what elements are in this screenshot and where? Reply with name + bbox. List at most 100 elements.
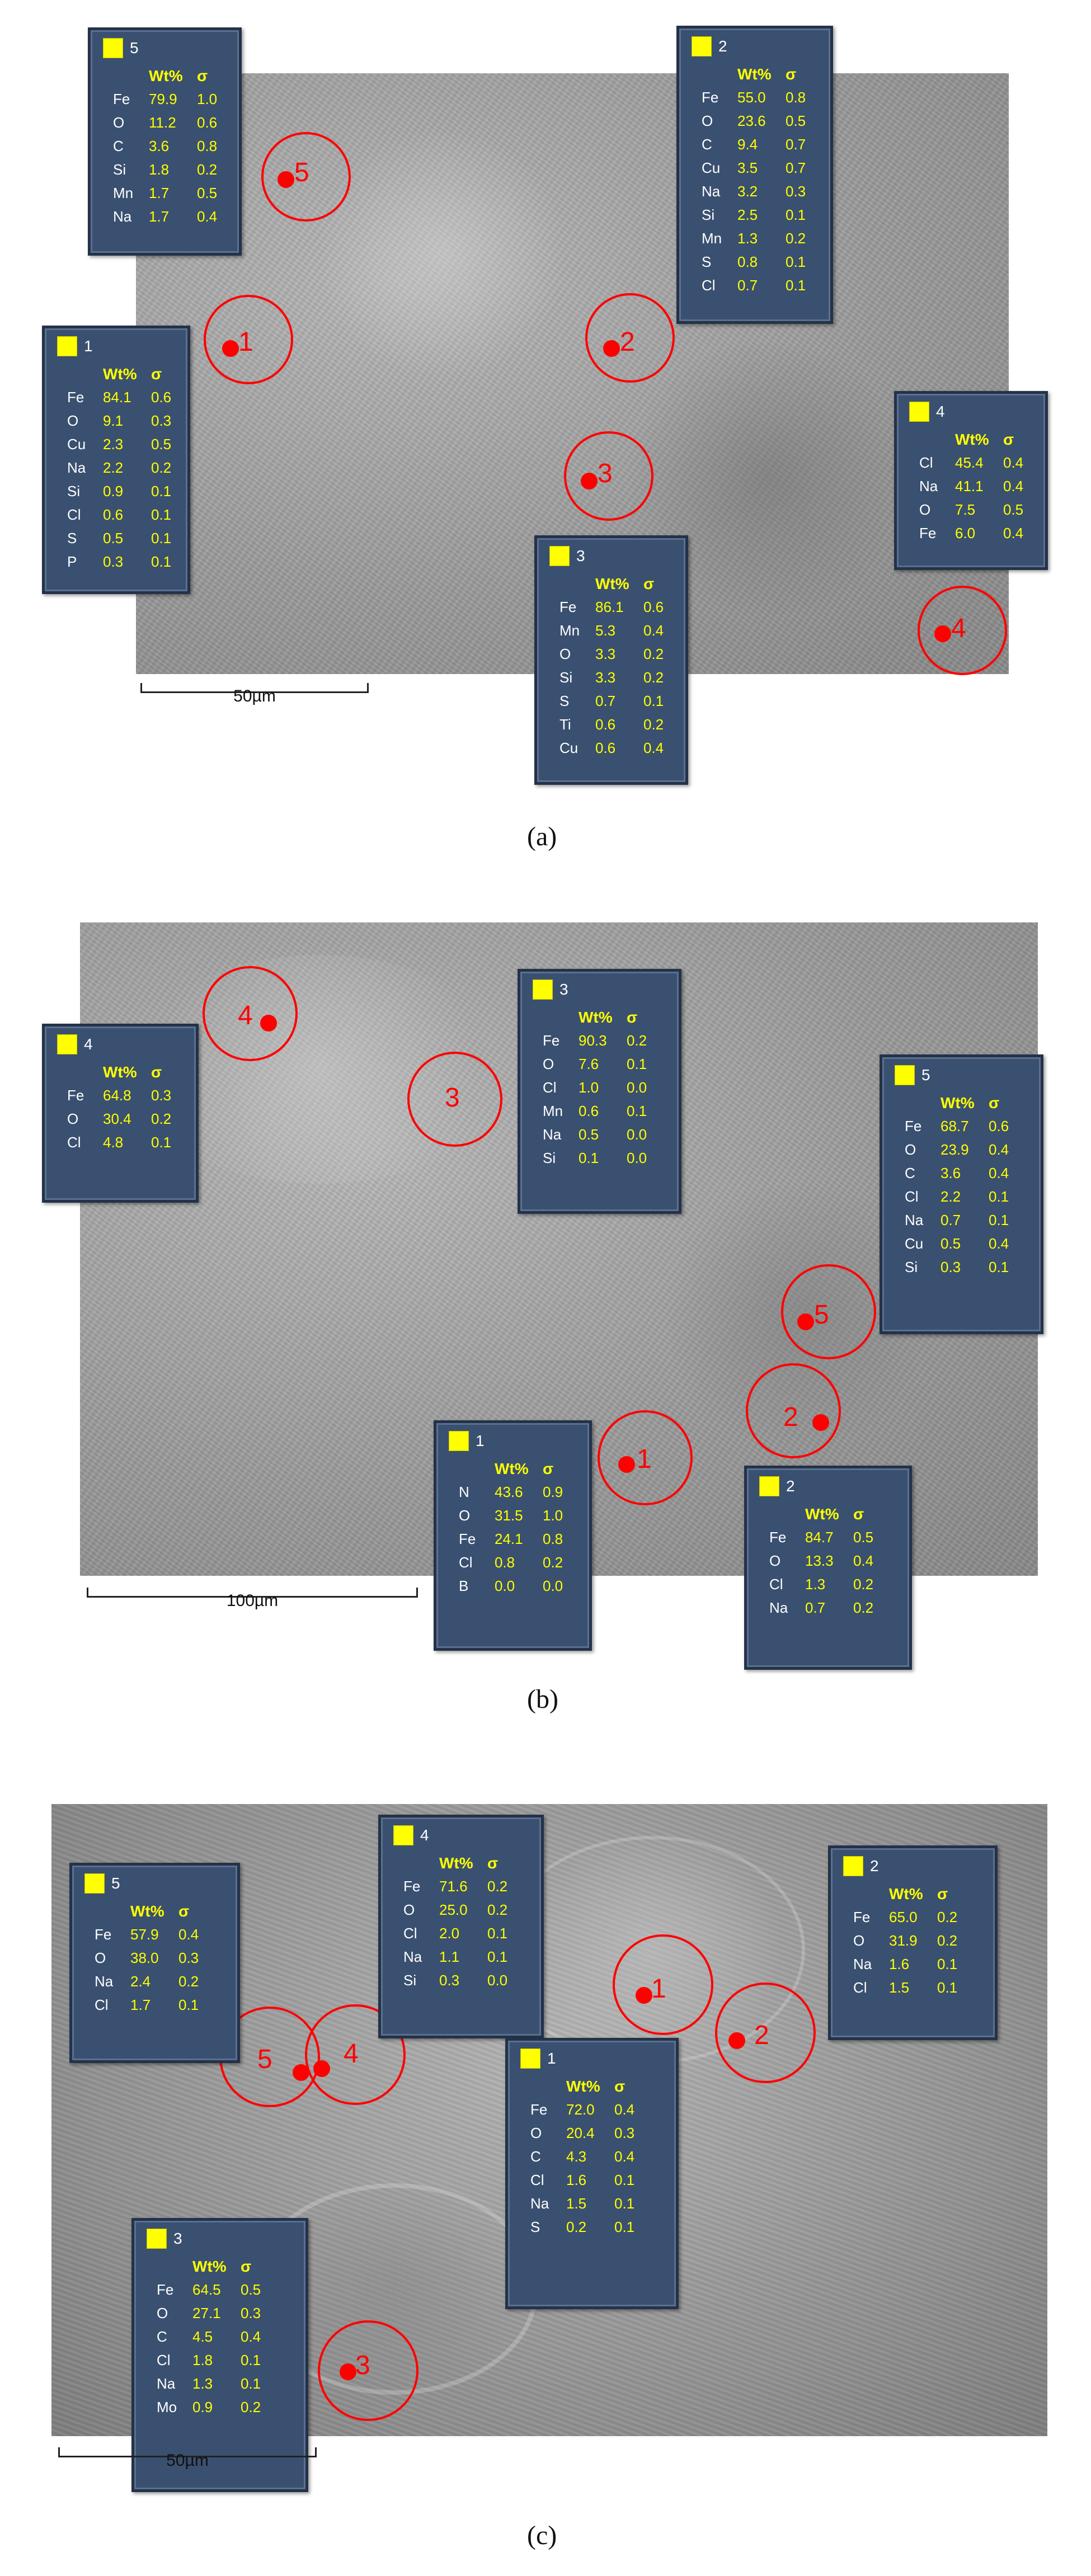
weight-percent: 1.5 bbox=[566, 2195, 587, 2212]
spectrum-swatch bbox=[533, 979, 553, 1000]
element-symbol: O bbox=[530, 2125, 542, 2141]
col-header-wt: Wt% bbox=[889, 1885, 923, 1902]
sigma-value: 0.3 bbox=[786, 183, 806, 200]
spot-marker bbox=[564, 431, 653, 521]
element-symbol: Cu bbox=[905, 1235, 924, 1252]
element-symbol: O bbox=[559, 646, 571, 662]
weight-percent: 55.0 bbox=[737, 89, 766, 106]
col-header-wt: Wt% bbox=[439, 1854, 473, 1872]
col-header-wt: Wt% bbox=[566, 2078, 600, 2095]
spot-dot bbox=[797, 1313, 814, 1330]
element-symbol: Fe bbox=[157, 2281, 174, 2298]
spot-dot bbox=[222, 340, 239, 357]
element-symbol: Na bbox=[702, 183, 721, 200]
col-header-sigma: σ bbox=[1003, 431, 1014, 448]
spot-marker bbox=[407, 1052, 502, 1147]
spot-dot bbox=[812, 1414, 829, 1431]
col-header-sigma: σ bbox=[614, 2078, 626, 2095]
spectrum-swatch bbox=[393, 1825, 413, 1845]
weight-percent: 30.4 bbox=[103, 1110, 131, 1127]
sigma-value: 0.4 bbox=[1003, 525, 1024, 541]
weight-percent: 13.3 bbox=[805, 1552, 834, 1569]
weight-percent: 0.1 bbox=[579, 1150, 599, 1166]
sigma-value: 0.1 bbox=[989, 1188, 1009, 1205]
weight-percent: 7.5 bbox=[955, 501, 976, 518]
sigma-value: 0.0 bbox=[487, 1972, 508, 1989]
sigma-value: 0.4 bbox=[241, 2328, 261, 2345]
sigma-value: 1.0 bbox=[543, 1507, 563, 1524]
spot-label: 2 bbox=[620, 327, 635, 357]
weight-percent: 64.8 bbox=[103, 1087, 131, 1104]
element-symbol: Na bbox=[403, 1948, 422, 1965]
weight-percent: 0.7 bbox=[940, 1212, 961, 1228]
spot-dot bbox=[581, 473, 598, 489]
element-symbol: S bbox=[530, 2219, 540, 2235]
weight-percent: 4.5 bbox=[192, 2328, 213, 2345]
sigma-value: 1.0 bbox=[197, 91, 218, 107]
sigma-value: 0.4 bbox=[989, 1235, 1009, 1252]
spot-marker bbox=[598, 1410, 693, 1505]
spot-marker bbox=[918, 586, 1007, 675]
spectrum-swatch bbox=[57, 1034, 77, 1054]
col-header-sigma: σ bbox=[543, 1460, 554, 1477]
col-header-wt: Wt% bbox=[940, 1094, 975, 1112]
weight-percent: 23.6 bbox=[737, 112, 766, 129]
element-symbol: Fe bbox=[702, 89, 719, 106]
element-symbol: Cl bbox=[853, 1979, 867, 1996]
sigma-value: 0.2 bbox=[487, 1878, 508, 1895]
element-symbol: C bbox=[530, 2148, 541, 2165]
sigma-value: 0.3 bbox=[614, 2125, 635, 2141]
spot-label: 4 bbox=[951, 614, 966, 643]
weight-percent: 0.7 bbox=[737, 277, 758, 294]
scale-bar bbox=[87, 1588, 418, 1598]
col-header-sigma: σ bbox=[487, 1854, 499, 1872]
scale-label: 50µm bbox=[166, 2451, 209, 2470]
spot-dot bbox=[260, 1015, 277, 1032]
weight-percent: 0.0 bbox=[495, 1577, 515, 1594]
sigma-value: 0.0 bbox=[627, 1150, 647, 1166]
element-symbol: C bbox=[113, 138, 124, 154]
spot-marker bbox=[203, 966, 298, 1061]
sigma-value: 0.2 bbox=[151, 459, 172, 476]
sigma-value: 0.1 bbox=[151, 506, 172, 523]
col-header-wt: Wt% bbox=[103, 1063, 137, 1081]
spectrum-id: 1 bbox=[84, 337, 93, 355]
col-header-sigma: σ bbox=[151, 1063, 162, 1081]
sigma-value: 0.1 bbox=[151, 530, 172, 547]
sigma-value: 0.4 bbox=[197, 208, 218, 225]
spot-label: 1 bbox=[637, 1444, 652, 1474]
element-symbol: Fe bbox=[459, 1530, 476, 1547]
spectrum-id: 4 bbox=[420, 1826, 429, 1844]
weight-percent: 31.9 bbox=[889, 1932, 918, 1949]
sigma-value: 0.8 bbox=[786, 89, 806, 106]
spot-marker bbox=[613, 1934, 713, 2035]
weight-percent: 5.3 bbox=[595, 622, 616, 639]
sigma-value: 0.9 bbox=[543, 1484, 563, 1500]
col-header-sigma: σ bbox=[989, 1094, 1000, 1112]
sigma-value: 0.5 bbox=[853, 1529, 874, 1546]
weight-percent: 90.3 bbox=[579, 1032, 607, 1049]
weight-percent: 0.7 bbox=[595, 693, 616, 709]
spot-label: 3 bbox=[355, 2351, 370, 2380]
sigma-value: 0.4 bbox=[1003, 454, 1024, 471]
sigma-value: 0.2 bbox=[643, 646, 664, 662]
spot-dot bbox=[728, 2032, 745, 2049]
element-symbol: Si bbox=[543, 1150, 556, 1166]
col-header-sigma: σ bbox=[937, 1885, 948, 1902]
